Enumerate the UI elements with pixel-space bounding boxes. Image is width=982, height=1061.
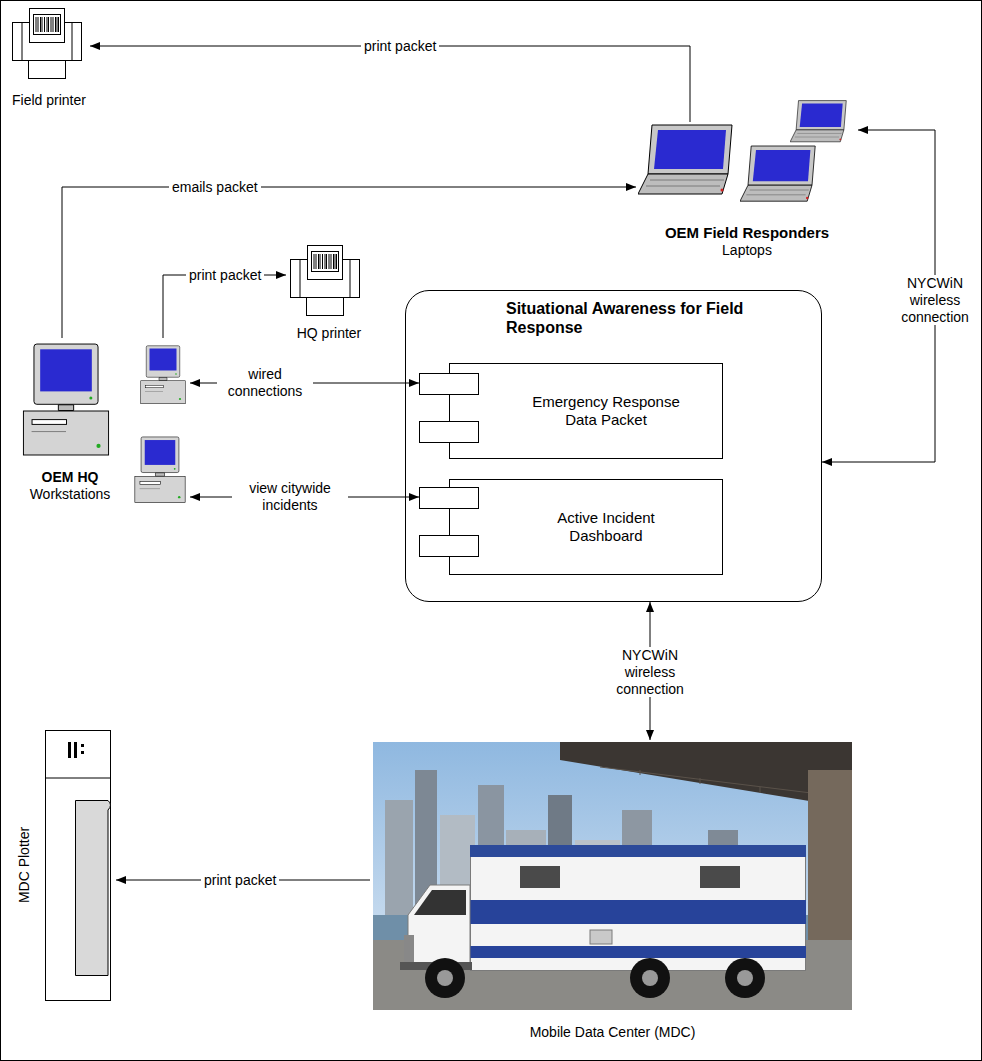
plotter-divider <box>46 778 110 779</box>
node-title: HQ printer <box>297 325 362 342</box>
mdc-photo <box>373 742 852 1010</box>
text-area: OEM Field RespondersLaptops <box>636 220 858 262</box>
node-title: Mobile Data Center (MDC) <box>530 1024 696 1041</box>
hq-printer-icon <box>291 246 360 316</box>
arrowhead <box>409 493 419 501</box>
edge-label: emails packet <box>169 179 261 196</box>
node-title: Field printer <box>12 92 86 109</box>
edge-label: print packet <box>186 267 264 284</box>
plotter-paper <box>76 801 111 976</box>
plotter-drawing <box>46 731 111 1001</box>
edge-label: print packet <box>201 872 279 889</box>
wheel-hub <box>437 970 453 986</box>
laptop-group: OEM Field RespondersLaptops <box>636 122 858 262</box>
text-area: HQ printer <box>286 323 372 343</box>
truck-window <box>520 866 560 888</box>
plotter-housing <box>46 731 111 1001</box>
arrowhead <box>858 126 868 134</box>
node-title: Active Incident Dashboard <box>521 509 691 545</box>
plotter: MDC Plotter <box>8 726 116 1004</box>
arrowhead <box>409 379 419 387</box>
edge-label: NYCWiN wireless connection <box>605 647 695 697</box>
arrowhead <box>646 602 654 612</box>
text-area: Situational Awareness for Field Response <box>506 299 766 349</box>
text-area: Field printer <box>8 90 90 110</box>
node-title: Emergency Response Data Packet <box>521 393 691 429</box>
component-box: Active Incident Dashboard <box>419 479 723 575</box>
laptop-icon <box>638 125 732 194</box>
wheel <box>725 958 765 998</box>
text-area: MDC Plotter <box>16 827 33 903</box>
workstation-icon <box>23 344 108 455</box>
plotter-mark <box>81 751 84 754</box>
text-area: Active Incident Dashboard <box>489 479 723 575</box>
truck-grille <box>404 935 414 963</box>
field-printer-icon <box>13 9 82 79</box>
truck-windshield <box>414 890 466 915</box>
edge-label: wired connections <box>217 366 313 400</box>
laptop-icon <box>790 101 846 142</box>
printer-icon: Field printer <box>8 6 90 110</box>
arrowhead <box>116 876 126 884</box>
component-tab <box>419 535 479 557</box>
component-tab <box>419 487 479 509</box>
node-title: Situational Awareness for Field Response <box>506 299 766 337</box>
truck-cab <box>408 885 470 968</box>
building <box>385 800 413 920</box>
connector-line <box>90 46 690 122</box>
plotter-mark <box>81 744 84 747</box>
connector-line <box>163 275 286 338</box>
edge-label: print packet <box>361 38 439 55</box>
edge-label: NYCWiN wireless connection <box>892 275 978 325</box>
arrowhead <box>822 458 832 466</box>
node-subtitle: Workstations <box>30 486 111 503</box>
node-title: OEM Field Responders <box>665 224 829 242</box>
wheel-hub <box>642 970 658 986</box>
workstation-icon <box>135 437 185 503</box>
arrowhead <box>646 730 654 740</box>
printer-icon: HQ printer <box>286 243 372 345</box>
arrowhead <box>90 42 100 50</box>
truck-body <box>471 846 806 971</box>
text-area: OEM HQWorkstations <box>20 464 120 508</box>
system-boundary: Situational Awareness for Field Response… <box>405 290 822 602</box>
truck-stripe <box>470 900 806 924</box>
truck-door <box>590 930 612 944</box>
wheel <box>630 958 670 998</box>
component-tab <box>419 373 479 395</box>
wheel <box>425 958 465 998</box>
workstation-group: OEM HQWorkstations <box>20 338 190 508</box>
workstation-icon <box>141 346 186 404</box>
edge-label: view citywide incidents <box>232 480 348 514</box>
arrowhead <box>190 493 200 501</box>
truck-lower-band <box>470 946 806 958</box>
arrowhead <box>190 379 200 387</box>
node-title: OEM HQ <box>42 469 99 486</box>
laptop-icon <box>740 146 815 201</box>
mobile-data-center: Mobile Data Center (MDC) <box>370 740 855 1046</box>
arrowhead <box>276 271 286 279</box>
text-area: Mobile Data Center (MDC) <box>370 1018 855 1046</box>
plotter-mark <box>68 742 71 758</box>
wheel-hub <box>737 970 753 986</box>
truck-window <box>700 866 740 888</box>
component-box: Emergency Response Data Packet <box>419 363 723 459</box>
sky <box>373 742 852 1010</box>
plotter-mark <box>74 742 77 758</box>
node-title: MDC Plotter <box>16 827 33 903</box>
arrowhead <box>626 183 636 191</box>
text-area: Emergency Response Data Packet <box>489 363 723 459</box>
component-tab <box>419 421 479 443</box>
truck-roof-band <box>470 845 806 857</box>
node-subtitle: Laptops <box>722 242 772 259</box>
